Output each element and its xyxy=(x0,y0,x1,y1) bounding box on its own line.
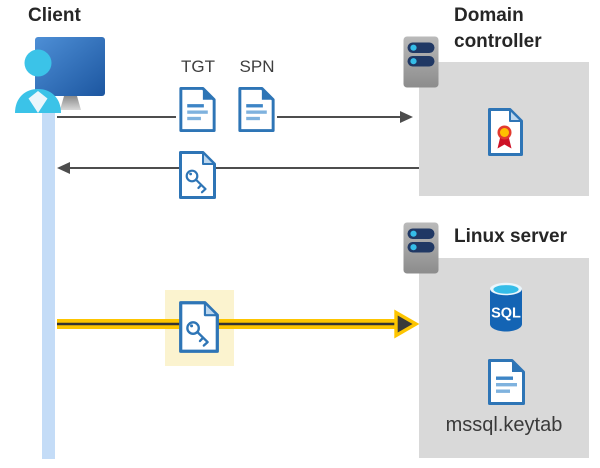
domain-controller-server-icon xyxy=(403,36,439,88)
tgt-label: TGT xyxy=(181,57,215,76)
linux-server-server-icon xyxy=(403,222,439,274)
auth-arrow xyxy=(57,309,420,339)
user-icon xyxy=(15,49,61,113)
client-session-line xyxy=(42,96,55,459)
request-arrow xyxy=(57,111,413,123)
tgt-document-icon xyxy=(179,86,216,133)
spn-document-icon xyxy=(238,86,275,133)
keytab-key-document-icon xyxy=(179,301,219,353)
sql-database-icon: SQL xyxy=(490,282,522,332)
response-arrow xyxy=(57,162,419,174)
certificate-icon xyxy=(488,108,523,156)
linux-server-label: Linux server xyxy=(454,226,567,247)
key-document-icon xyxy=(179,151,216,199)
spn-label: SPN xyxy=(239,57,275,76)
domain-controller-label: Domain controller xyxy=(454,5,542,52)
client-icon xyxy=(15,37,105,113)
client-label: Client xyxy=(28,5,81,26)
keytab-filename-label: mssql.keytab xyxy=(445,414,563,436)
keytab-document-icon xyxy=(488,359,525,405)
sql-label: SQL xyxy=(491,306,521,322)
monitor-icon xyxy=(35,37,105,110)
